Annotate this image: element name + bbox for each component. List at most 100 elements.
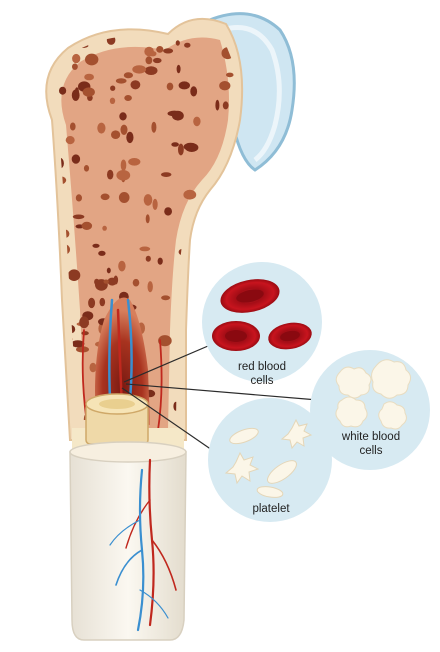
pore: [116, 170, 130, 181]
pore: [153, 58, 162, 63]
red-blood-cells-label: red blood cells: [222, 360, 302, 388]
pore: [161, 172, 171, 177]
pore: [124, 72, 133, 78]
pore: [215, 100, 219, 111]
pore: [171, 142, 179, 147]
pore: [79, 316, 89, 328]
pore: [73, 215, 85, 220]
pore: [218, 248, 232, 257]
pore: [119, 192, 130, 203]
pore: [164, 207, 172, 215]
pore: [219, 81, 230, 90]
pore: [184, 143, 198, 151]
bone-shaft: [70, 452, 186, 640]
pore: [190, 86, 197, 96]
pore: [118, 261, 125, 272]
pore: [70, 123, 76, 131]
pore: [72, 63, 78, 69]
pore: [158, 258, 163, 265]
pore: [110, 86, 115, 91]
pore: [119, 112, 126, 120]
pore: [161, 295, 170, 300]
pore: [203, 254, 210, 264]
pore: [218, 251, 227, 261]
pore: [216, 219, 222, 228]
pore: [126, 132, 133, 143]
pore: [223, 101, 229, 109]
platelet-label: platelet: [236, 502, 306, 516]
pore: [194, 292, 199, 298]
pore: [116, 78, 127, 83]
pore: [208, 233, 220, 240]
pore: [226, 73, 234, 78]
pore: [124, 95, 132, 101]
pore: [219, 259, 224, 264]
pore: [178, 144, 184, 156]
pore: [144, 194, 153, 206]
pore: [176, 40, 180, 45]
pore: [107, 170, 113, 180]
pore: [209, 222, 221, 231]
pore: [72, 154, 80, 163]
pore: [82, 222, 93, 230]
pore: [104, 280, 109, 284]
pore: [145, 66, 158, 75]
pore: [207, 382, 219, 392]
pore: [88, 298, 95, 308]
pore: [228, 163, 236, 171]
pore: [232, 214, 245, 223]
pore: [132, 65, 146, 73]
pore: [228, 397, 241, 407]
pore: [97, 123, 105, 134]
pore: [167, 83, 174, 91]
pore: [83, 87, 95, 96]
pore: [128, 158, 140, 166]
pore: [177, 65, 181, 74]
pore: [121, 125, 128, 135]
pore: [76, 194, 82, 201]
pore: [84, 165, 89, 172]
pore: [84, 74, 94, 81]
pore: [146, 214, 150, 223]
pore: [66, 136, 75, 144]
pore: [199, 423, 204, 431]
pore: [179, 81, 190, 89]
pore: [131, 80, 141, 89]
pore: [153, 199, 158, 210]
pore: [207, 213, 215, 219]
pore: [107, 268, 111, 274]
pore: [168, 111, 182, 117]
pore: [81, 331, 88, 335]
pore: [146, 256, 151, 262]
pore: [85, 54, 98, 66]
pore: [75, 87, 79, 97]
pore: [163, 48, 173, 53]
pore: [108, 278, 117, 286]
pore: [183, 190, 196, 200]
pore: [184, 43, 190, 48]
pore: [110, 98, 115, 104]
pore: [98, 251, 105, 256]
pore: [139, 247, 150, 252]
white-blood-cells-label: white blood cells: [326, 430, 416, 458]
pore: [215, 197, 224, 207]
pore: [121, 160, 127, 171]
pore: [216, 205, 221, 210]
pore: [220, 212, 233, 220]
pore: [100, 298, 106, 306]
pore: [94, 279, 99, 285]
pore: [68, 269, 80, 281]
pore: [101, 194, 110, 201]
pore: [90, 363, 97, 373]
pore: [102, 226, 107, 231]
pore: [146, 56, 153, 64]
pore: [151, 122, 156, 133]
pore: [92, 244, 99, 248]
pore: [193, 117, 200, 127]
pore: [144, 47, 154, 57]
pore: [133, 279, 140, 287]
pore: [156, 46, 163, 53]
pore: [59, 87, 66, 95]
